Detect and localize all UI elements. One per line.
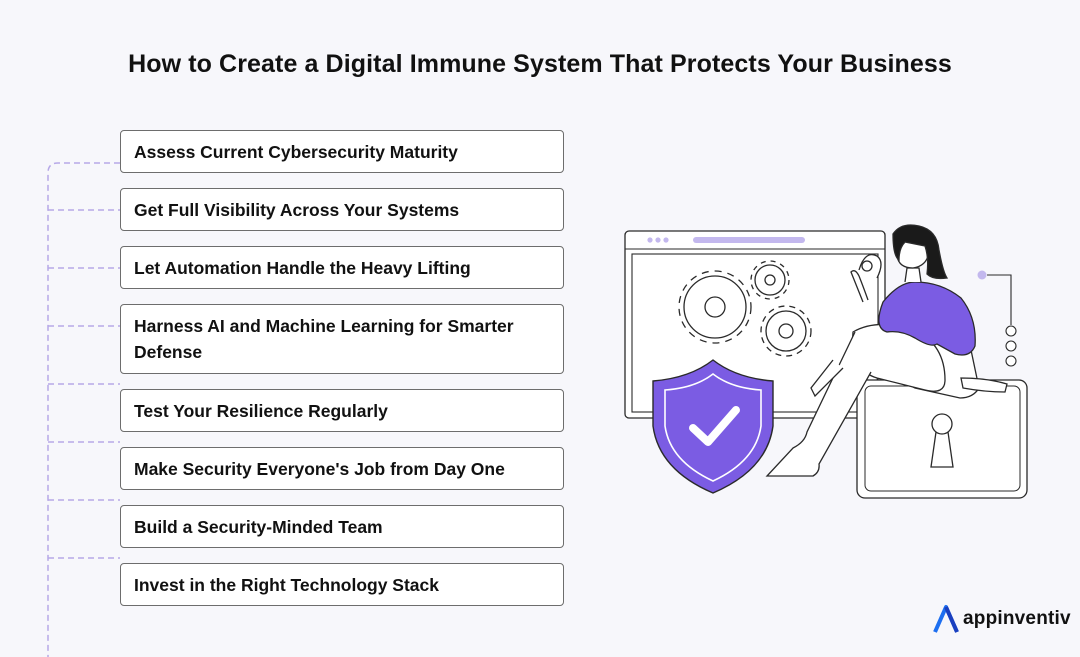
dots-decoration <box>977 270 1017 367</box>
gear-icon <box>678 270 752 344</box>
step-box: Get Full Visibility Across Your Systems <box>120 188 564 231</box>
step-box: Harness AI and Machine Learning for Smar… <box>120 304 564 374</box>
step-label: Invest in the Right Technology Stack <box>134 574 439 595</box>
step-label: Test Your Resilience Regularly <box>134 400 388 421</box>
page-title: How to Create a Digital Immune System Th… <box>128 50 952 78</box>
connector-trunk <box>47 162 120 657</box>
step-label: Assess Current Cybersecurity Maturity <box>134 141 458 162</box>
step-box: Assess Current Cybersecurity Maturity <box>120 130 564 173</box>
connector-lines <box>47 162 120 657</box>
step-label: Harness AI and Machine Learning for Smar… <box>134 316 514 362</box>
appinventiv-logo-icon <box>933 605 959 633</box>
step-box: Build a Security-Minded Team <box>120 505 564 548</box>
gear-icon <box>760 305 812 357</box>
step-label: Get Full Visibility Across Your Systems <box>134 199 460 220</box>
step-label: Make Security Everyone's Job from Day On… <box>134 458 505 479</box>
step-box: Test Your Resilience Regularly <box>120 389 564 432</box>
brand-name: appinventiv <box>963 608 1071 629</box>
shield-check-icon <box>652 359 774 494</box>
gear-icon <box>750 260 790 300</box>
step-box: Invest in the Right Technology Stack <box>120 563 564 606</box>
security-illustration <box>624 224 1028 499</box>
step-box: Let Automation Handle the Heavy Lifting <box>120 246 564 289</box>
step-box: Make Security Everyone's Job from Day On… <box>120 447 564 490</box>
browser-window-icon <box>624 230 886 419</box>
step-label: Build a Security-Minded Team <box>134 516 383 537</box>
brand-logo: appinventiv <box>932 604 1071 634</box>
person-illustration <box>765 224 1008 477</box>
step-label: Let Automation Handle the Heavy Lifting <box>134 257 471 278</box>
